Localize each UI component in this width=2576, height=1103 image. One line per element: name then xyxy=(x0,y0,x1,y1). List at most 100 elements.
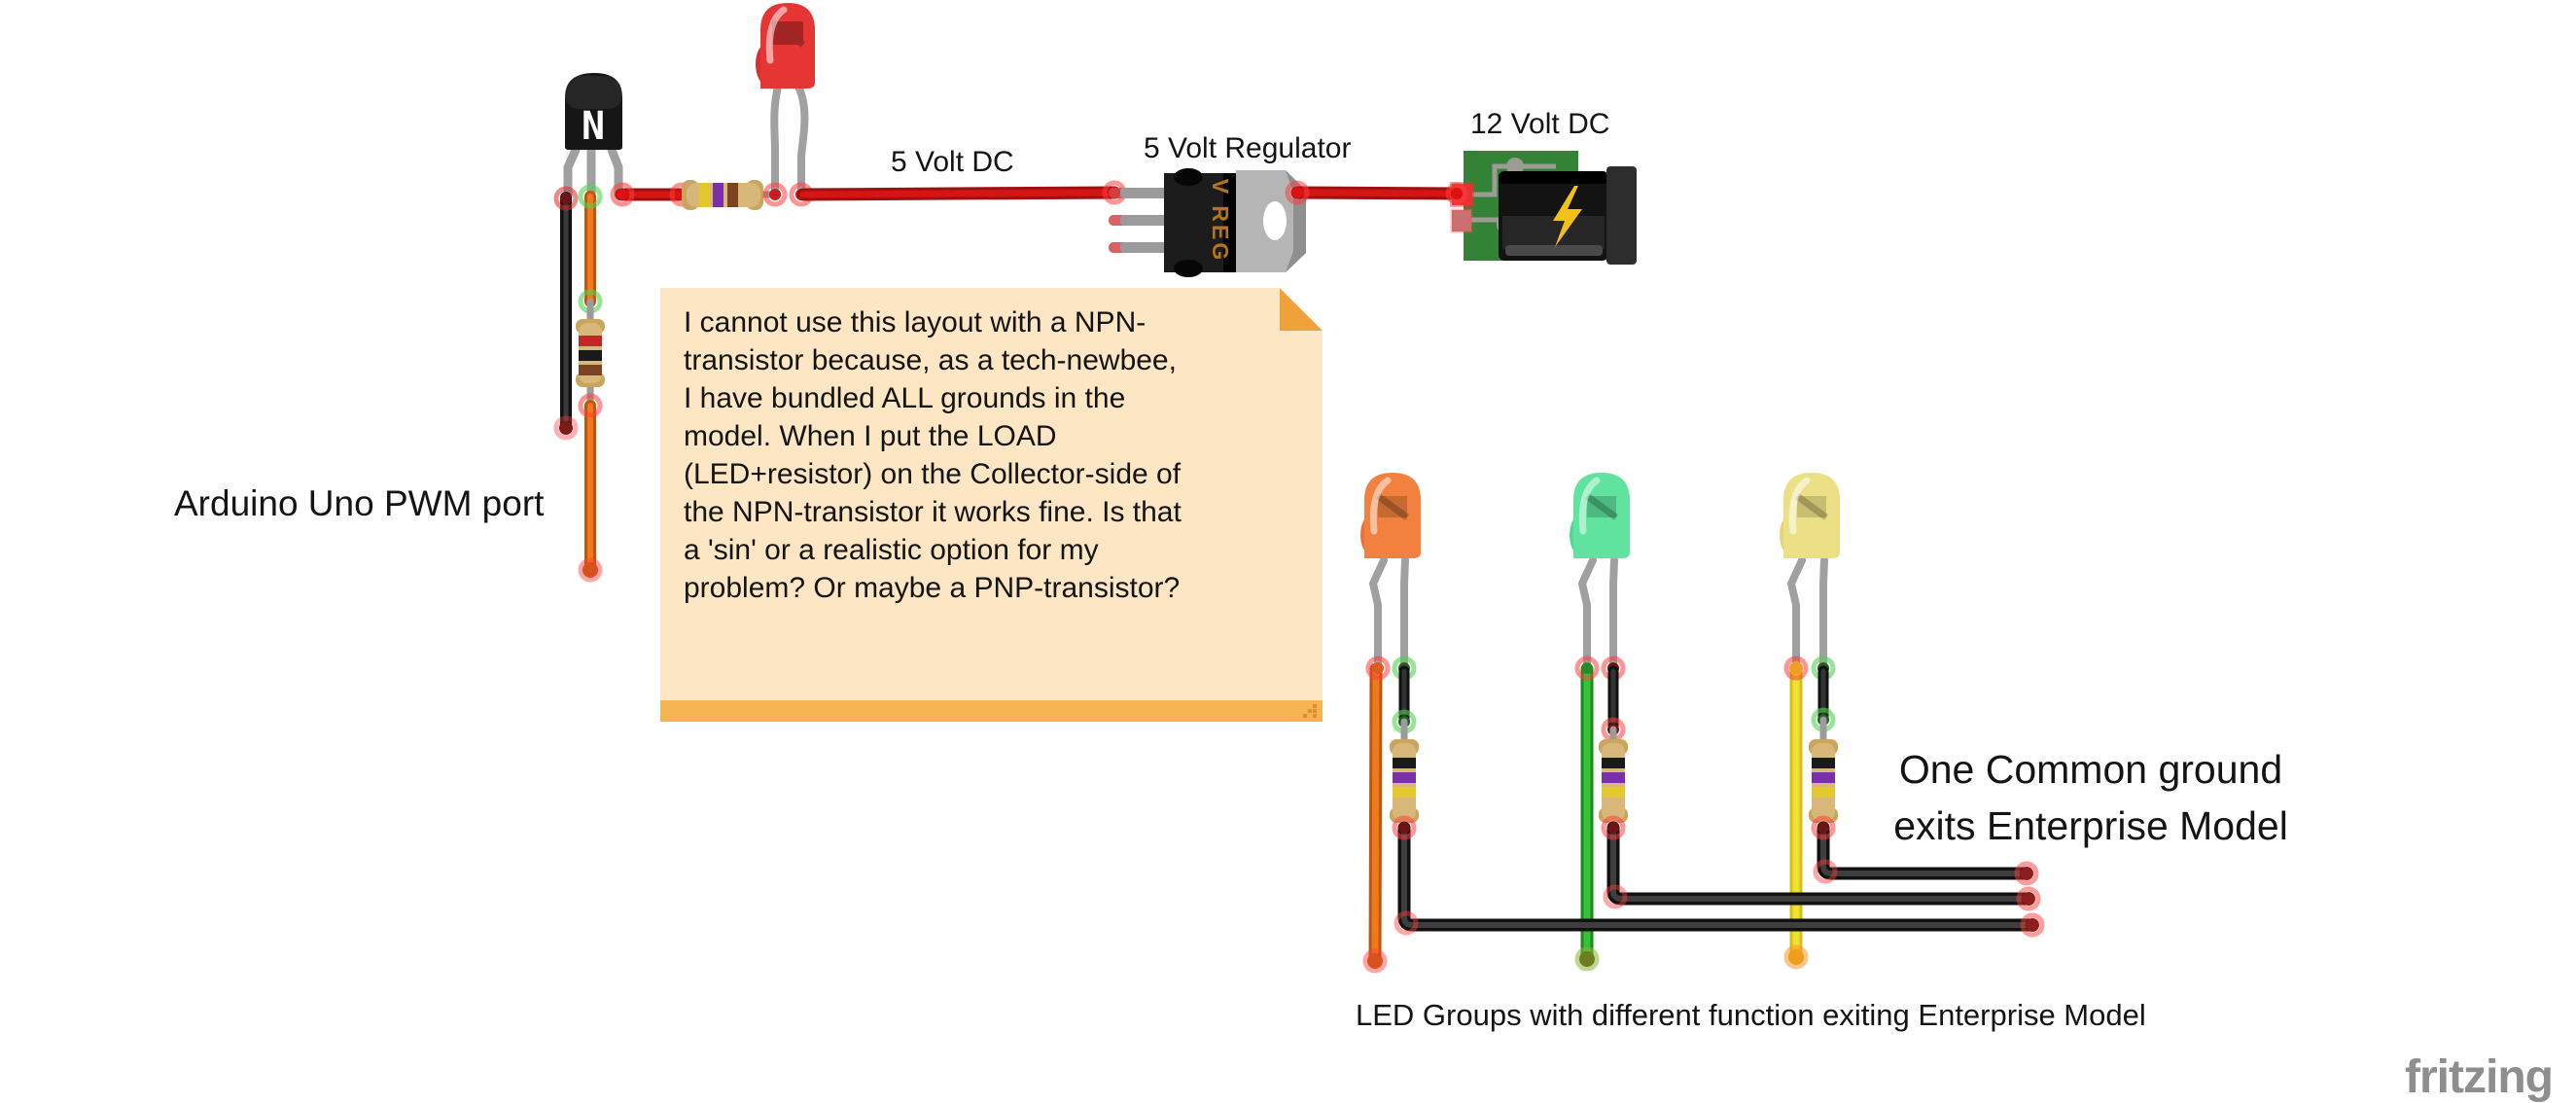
note-line: (LED+resistor) on the Collector-side of xyxy=(684,458,1182,490)
note-text[interactable]: I cannot use this layout with a NPN- tra… xyxy=(684,303,1182,607)
green-led[interactable] xyxy=(1570,473,1630,681)
wire-endpoint xyxy=(2020,912,2045,938)
ground-wire-orange-group[interactable] xyxy=(1392,815,2045,938)
wire-junction xyxy=(1398,822,1410,834)
note-line: I cannot use this layout with a NPN- xyxy=(684,306,1147,338)
wire-junction xyxy=(769,189,781,200)
regulator-leg xyxy=(1120,242,1167,253)
wire-junction xyxy=(1451,188,1463,199)
wire-junction xyxy=(1291,187,1303,198)
yellow-group-resistor[interactable] xyxy=(1809,716,1838,830)
wire-junction xyxy=(1365,656,1391,681)
wire-green-function[interactable] xyxy=(1574,662,1600,972)
wire-junction xyxy=(1445,182,1468,205)
wire-junction xyxy=(560,193,572,204)
label-5-volt-regulator: 5 Volt Regulator xyxy=(1144,132,1352,164)
note-resize-grip-icon[interactable] xyxy=(1313,714,1317,718)
note-line: transistor because, as a tech-newbee, xyxy=(684,344,1177,376)
ground-wire-green-group[interactable] xyxy=(1601,815,2041,911)
wire-black-emitter[interactable] xyxy=(553,186,579,441)
resistor-band-black xyxy=(1602,758,1625,768)
wire-orange-base-upper[interactable] xyxy=(578,184,603,314)
jack-trace xyxy=(1471,163,1556,197)
orange-group-resistor[interactable] xyxy=(1390,718,1419,832)
regulator-notch xyxy=(1174,168,1203,186)
label-common-ground: One Common ground exits Enterprise Model xyxy=(1848,741,2334,854)
wire-junction xyxy=(1285,180,1310,205)
led-flag-icon xyxy=(1794,493,1829,520)
label-arduino-pwm-port: Arduino Uno PWM port xyxy=(174,483,545,523)
wire-endpoint xyxy=(1783,944,1809,970)
label-common-ground-line1: One Common ground xyxy=(1898,747,2283,792)
led-leg xyxy=(770,83,782,196)
led-flag-icon xyxy=(1378,496,1407,517)
note-title-bar[interactable] xyxy=(660,700,1323,722)
green-group-resistor[interactable] xyxy=(1599,726,1628,832)
led-leg xyxy=(1577,556,1597,671)
sticky-note[interactable]: I cannot use this layout with a NPN- tra… xyxy=(660,288,1323,722)
wire-red-5v[interactable] xyxy=(796,180,1127,205)
dc-power-jack[interactable] xyxy=(1445,151,1637,265)
wire-junction xyxy=(553,186,579,211)
led-leg xyxy=(1609,556,1618,671)
regulator-stripe xyxy=(1223,173,1236,272)
npn-transistor[interactable]: N xyxy=(563,73,623,200)
led-flag-icon xyxy=(769,18,806,48)
wire-junction xyxy=(1392,815,1417,840)
note-line: model. When I put the LOAD xyxy=(684,420,1057,452)
led-flag-icon xyxy=(1797,496,1826,517)
yellow-led[interactable] xyxy=(1780,473,1840,681)
led-highlight xyxy=(1788,477,1811,535)
transistor-body xyxy=(565,73,622,150)
resistor-band-yellow xyxy=(1393,787,1416,798)
wire-endpoint xyxy=(2020,867,2033,880)
led-leg xyxy=(1368,556,1388,671)
resistor-band-yellow xyxy=(699,183,710,207)
fritzing-logo: fritzing xyxy=(2405,1051,2554,1103)
led-highlight xyxy=(765,6,788,64)
wire-junction xyxy=(1603,884,1628,909)
led-leg xyxy=(1786,556,1806,671)
wire-orange-base-lower[interactable] xyxy=(578,393,603,583)
wire-endpoint xyxy=(578,557,603,583)
led-leg xyxy=(794,83,809,196)
resistor-band-red xyxy=(579,336,602,346)
wire-yellow-function[interactable] xyxy=(1783,662,1809,970)
wire-endpoint xyxy=(1788,949,1804,965)
note-line: problem? Or maybe a PNP-transistor? xyxy=(684,572,1181,604)
label-common-ground-line2: exits Enterprise Model xyxy=(1893,803,2288,848)
jack-barrel-top xyxy=(1499,171,1608,184)
jack-trace-pad xyxy=(1506,158,1524,175)
wire-red-12v[interactable] xyxy=(1285,180,1464,205)
lightning-bolt-icon xyxy=(1553,186,1582,247)
red-led[interactable] xyxy=(756,3,815,207)
transistor-sheen xyxy=(565,76,622,109)
wire-junction xyxy=(1789,661,1803,675)
wire-junction xyxy=(617,189,628,200)
wire-endpoint xyxy=(2014,861,2039,886)
regulator-leg xyxy=(1120,188,1167,198)
resistor-band-purple xyxy=(1812,772,1835,783)
ground-wire-yellow-group[interactable] xyxy=(1811,815,2039,886)
jack-barrel-band xyxy=(1502,216,1605,249)
resistor-band-brown xyxy=(579,365,602,375)
led-highlight xyxy=(1578,477,1601,535)
wire-endpoint xyxy=(553,415,579,441)
resistor-band-brown xyxy=(727,183,738,207)
wire-endpoint xyxy=(559,421,573,435)
note-line: I have bundled ALL grounds in the xyxy=(684,382,1126,414)
wire-red-collector[interactable] xyxy=(610,182,694,207)
base-resistor[interactable] xyxy=(576,298,605,409)
orange-led[interactable] xyxy=(1360,473,1421,681)
led-flag-icon xyxy=(1587,496,1616,517)
resistor-band-black xyxy=(579,350,602,361)
wire-junction xyxy=(1811,815,1836,840)
regulator-notch xyxy=(1174,260,1203,277)
voltage-regulator[interactable]: V REG xyxy=(1109,168,1306,277)
wire-orange-function[interactable] xyxy=(1362,662,1388,974)
wire-endpoint xyxy=(2026,918,2039,932)
wire-junction xyxy=(762,182,788,207)
regulator-leg xyxy=(1120,215,1167,226)
